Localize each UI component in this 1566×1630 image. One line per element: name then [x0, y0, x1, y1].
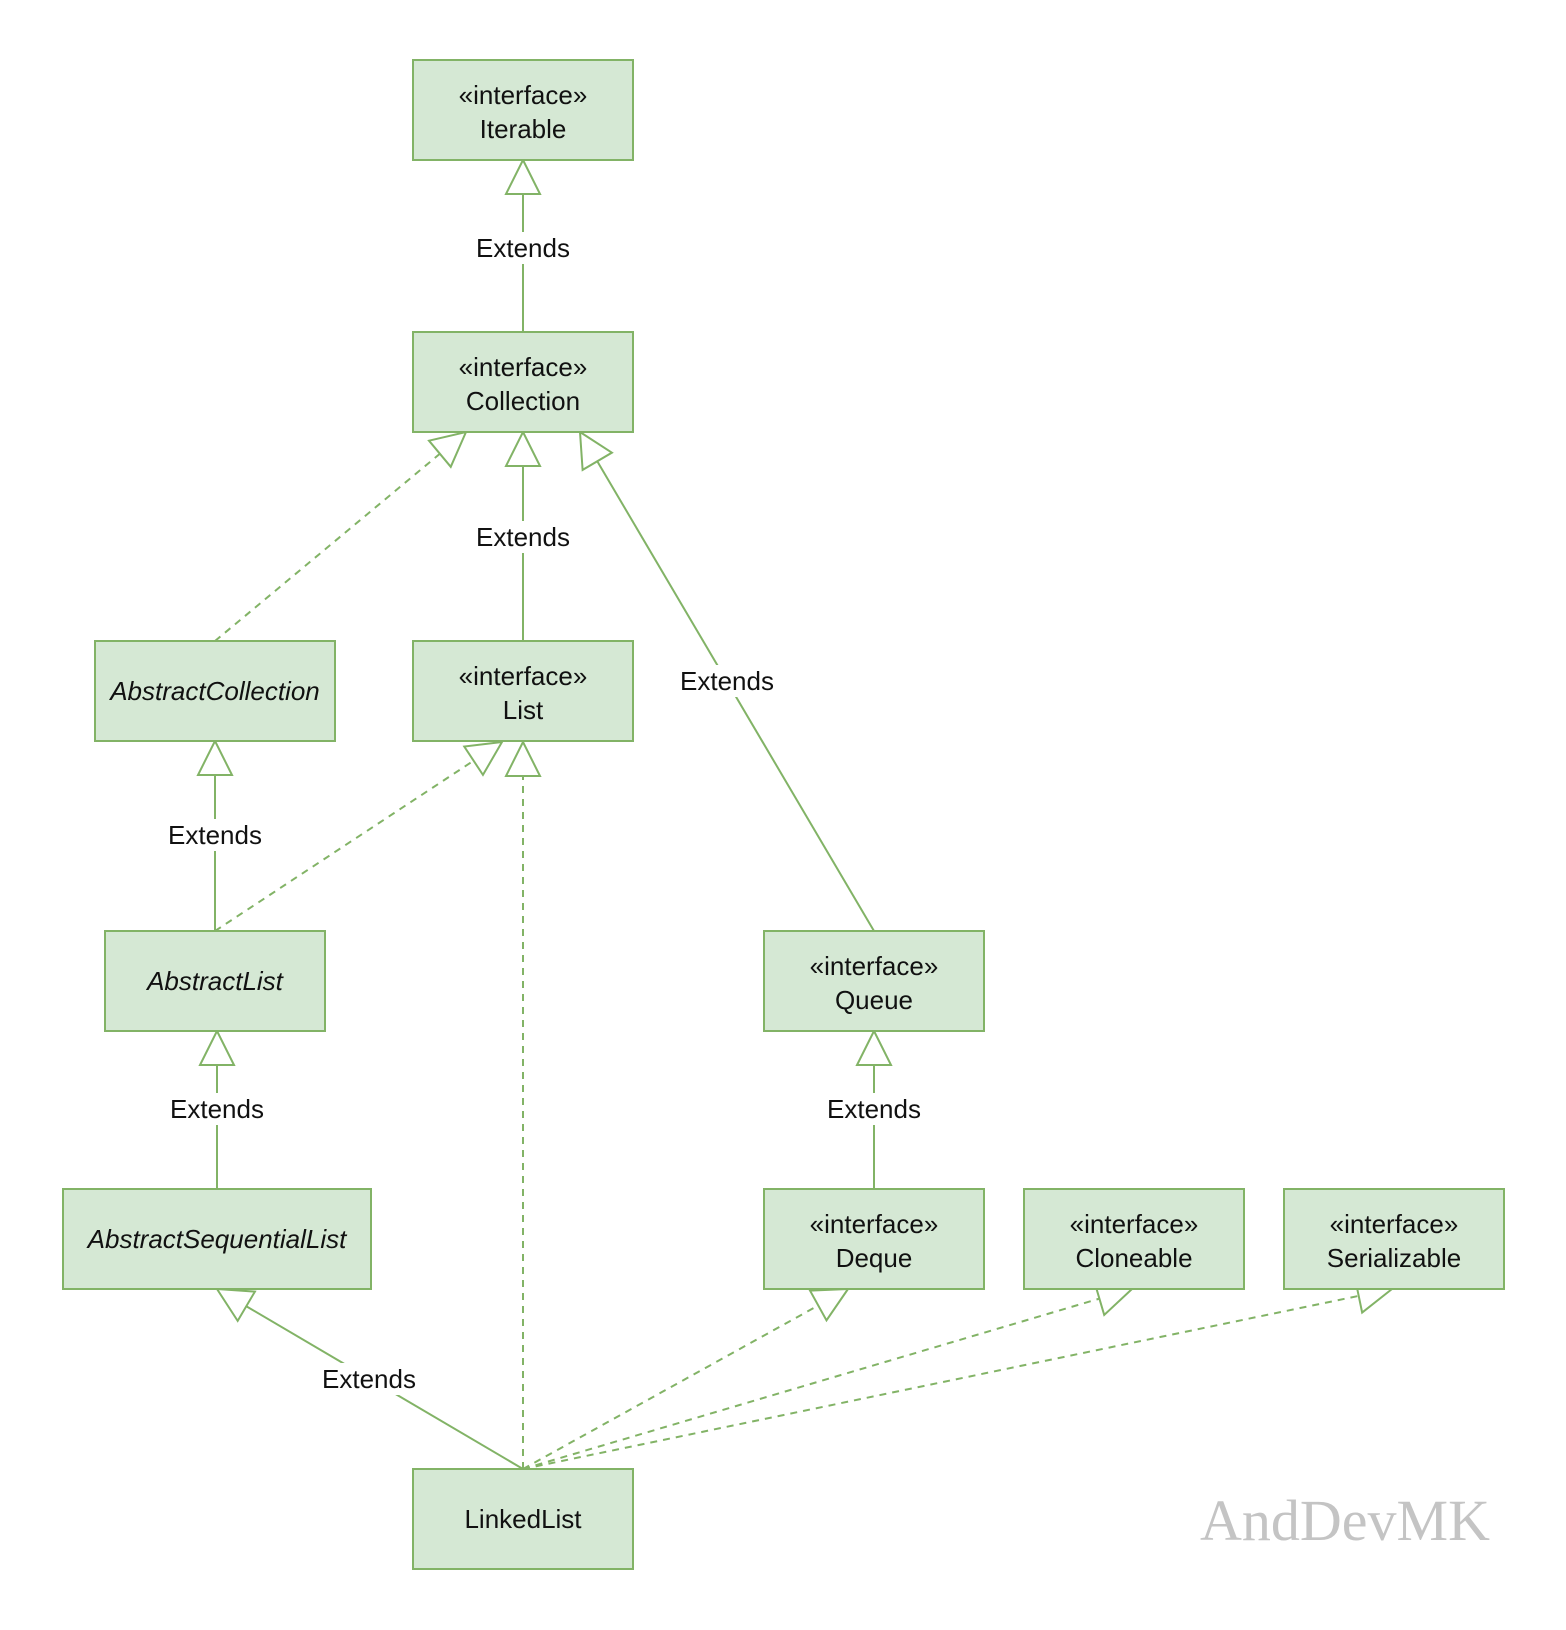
nodes-layer: «interface» Iterable «interface» Collection…	[62, 59, 1505, 1570]
realization-line	[522, 1304, 819, 1470]
class-box-linked-list: LinkedList	[412, 1468, 634, 1570]
edge-queue-to-collection: Extends	[578, 430, 875, 932]
stereotype-label: «interface»	[1330, 1209, 1459, 1239]
hollow-triangle-arrowhead	[427, 430, 468, 469]
hollow-triangle-arrowhead	[198, 1028, 236, 1066]
class-name: Cloneable	[1075, 1243, 1192, 1273]
edge-label: Extends	[170, 1094, 264, 1124]
class-box-rect	[104, 930, 326, 1032]
hollow-triangle-arrowhead	[504, 157, 542, 195]
hollow-triangle-arrowhead	[462, 740, 504, 777]
edge-linked-list-to-list	[504, 739, 542, 1469]
class-box-abstract-sequential-list: AbstractSequentialList	[62, 1188, 372, 1290]
class-name: List	[503, 695, 544, 725]
edge-abstract-collection-to-collection	[214, 430, 468, 642]
class-name: AbstractList	[145, 966, 285, 996]
edge-label: Extends	[168, 820, 262, 850]
class-box-abstract-collection: AbstractCollection	[94, 640, 336, 742]
class-box-rect	[1283, 1188, 1505, 1290]
class-name: AbstractSequentialList	[86, 1224, 348, 1254]
class-box-rect	[412, 1468, 634, 1570]
class-box-cloneable: «interface» Cloneable	[1023, 1188, 1245, 1290]
edge-collection-to-iterable: Extends	[473, 157, 573, 332]
class-box-rect	[763, 930, 985, 1032]
edge-abstract-list-to-list	[214, 740, 504, 932]
edge-label: Extends	[322, 1364, 416, 1394]
edge-abstract-sequential-list-to-abstract-list: Extends	[167, 1028, 267, 1189]
edge-label-background	[824, 1093, 924, 1125]
class-box-rect	[412, 331, 634, 433]
edge-linked-list-to-deque	[522, 1287, 850, 1470]
class-box-rect	[62, 1188, 372, 1290]
edge-label: Extends	[680, 666, 774, 696]
stereotype-label: «interface»	[1070, 1209, 1199, 1239]
realization-line	[214, 452, 441, 642]
class-name: Serializable	[1327, 1243, 1461, 1273]
class-box-queue: «interface» Queue	[763, 930, 985, 1032]
edge-label: Extends	[476, 233, 570, 263]
class-box-iterable: «interface» Iterable	[412, 59, 634, 161]
hollow-triangle-arrowhead	[855, 1028, 893, 1066]
stereotype-label: «interface»	[810, 1209, 939, 1239]
watermark-text: AndDevMK	[1200, 1488, 1490, 1553]
edge-label-background	[167, 1093, 267, 1125]
class-box-serializable: «interface» Serializable	[1283, 1188, 1505, 1290]
edge-list-to-collection: Extends	[473, 429, 573, 641]
edge-linked-list-to-abstract-sequential-list: Extends	[215, 1287, 524, 1470]
edge-abstract-list-to-abstract-collection: Extends	[165, 738, 265, 931]
class-box-deque: «interface» Deque	[763, 1188, 985, 1290]
class-box-collection: «interface» Collection	[412, 331, 634, 433]
class-name: AbstractCollection	[108, 676, 320, 706]
edge-label: Extends	[827, 1094, 921, 1124]
stereotype-label: «interface»	[459, 352, 588, 382]
edge-deque-to-queue: Extends	[824, 1028, 924, 1189]
edge-label-background	[677, 665, 777, 697]
class-name: LinkedList	[464, 1504, 582, 1534]
class-box-rect	[763, 1188, 985, 1290]
class-box-rect	[412, 640, 634, 742]
class-box-rect	[94, 640, 336, 742]
realization-line	[522, 1294, 1359, 1470]
edge-label-background	[165, 819, 265, 851]
class-box-list: «interface» List	[412, 640, 634, 742]
hollow-triangle-arrowhead	[504, 739, 542, 777]
realization-line	[522, 1297, 1100, 1470]
class-box-abstract-list: AbstractList	[104, 930, 326, 1032]
hollow-triangle-arrowhead	[196, 738, 234, 776]
edge-label-background	[473, 232, 573, 264]
class-box-rect	[1023, 1188, 1245, 1290]
edge-linked-list-to-serializable	[522, 1277, 1395, 1470]
edge-label-background	[473, 521, 573, 553]
edge-label: Extends	[476, 522, 570, 552]
stereotype-label: «interface»	[459, 661, 588, 691]
edge-label-background	[319, 1363, 419, 1395]
class-name: Iterable	[480, 114, 567, 144]
hollow-triangle-arrowhead	[578, 430, 614, 472]
hollow-triangle-arrowhead	[808, 1287, 850, 1323]
class-name: Deque	[836, 1243, 913, 1273]
class-name: Collection	[466, 386, 580, 416]
hollow-triangle-arrowhead	[504, 429, 542, 467]
stereotype-label: «interface»	[459, 80, 588, 110]
hollow-triangle-arrowhead	[215, 1287, 257, 1323]
stereotype-label: «interface»	[810, 951, 939, 981]
class-box-rect	[412, 59, 634, 161]
class-name: Queue	[835, 985, 913, 1015]
